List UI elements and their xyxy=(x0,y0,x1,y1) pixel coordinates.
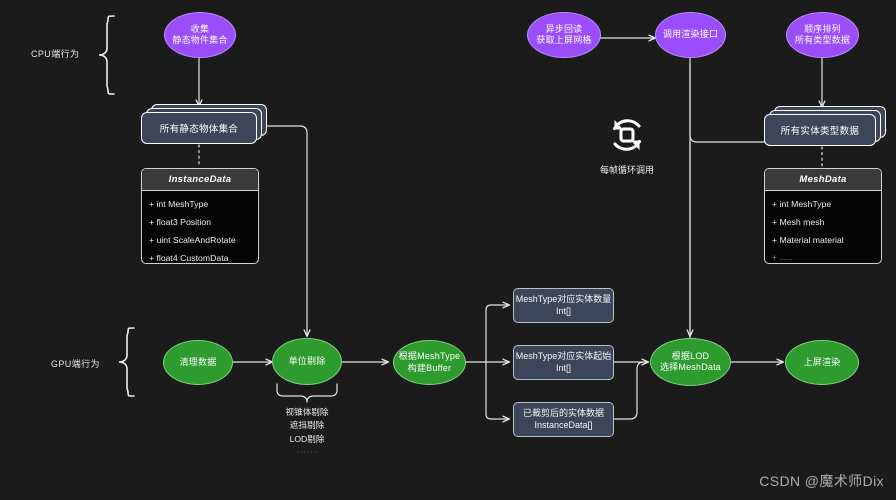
uml-row: + float3 Position xyxy=(149,217,212,227)
node-async-readback[interactable]: 异步回读 获取上屏网格 xyxy=(527,12,601,58)
buffer-box-culled-instances[interactable]: 已裁剪后的实体数据 InstanceData[] xyxy=(513,402,614,437)
uml-row: + uint ScaleAndRotate xyxy=(149,235,236,245)
uml-class-meshdata[interactable]: MeshData + int MeshType + Mesh mesh + Ma… xyxy=(764,168,882,264)
node-build-buffer-line2: 构建Buffer xyxy=(407,362,452,373)
uml-row: + int MeshType xyxy=(772,199,832,209)
buffer-box-line2: Int[] xyxy=(555,305,571,316)
cull-method-line: 遮挡剔除 xyxy=(289,420,325,431)
buffer-box-line1: MeshType对应实体数量 xyxy=(515,294,612,305)
uml-row: + int MeshType xyxy=(149,199,209,209)
cull-methods-annotation: 视锥体剔除 遮挡剔除 LOD剔除 ······ xyxy=(257,406,357,458)
node-sort-all-types-line1: 顺序排列 xyxy=(804,23,841,34)
node-call-render-api-label: 调用渲染接口 xyxy=(662,29,719,40)
stack-card-front: 所有静态物体集合 xyxy=(141,112,257,144)
node-sort-all-types[interactable]: 顺序排列 所有类型数据 xyxy=(786,12,859,58)
node-collect-static-objects-line2: 静态物件集合 xyxy=(172,35,228,45)
cull-method-ellipsis: ······ xyxy=(296,446,318,456)
node-build-buffer-line1: 根据MeshType xyxy=(398,351,461,362)
node-pick-meshdata-line2: 选择MeshData xyxy=(659,362,722,372)
buffer-box-line1: 已裁剪后的实体数据 xyxy=(522,408,604,419)
node-collect-static-objects-line1: 收集 xyxy=(190,23,210,34)
node-build-buffer[interactable]: 根据MeshType 构建Buffer xyxy=(393,340,466,385)
loop-caption: 每帧循环调用 xyxy=(599,165,654,175)
node-pick-meshdata-line1: 根据LOD xyxy=(671,350,710,361)
stack-all-entity-types[interactable]: 所有实体类型数据 xyxy=(764,106,896,148)
buffer-box-line1: MeshType对应实体起始 xyxy=(515,351,612,362)
buffer-box-line2: Int[] xyxy=(555,362,571,373)
uml-body-meshdata: + int MeshType + Mesh mesh + Material ma… xyxy=(765,191,881,263)
stack-all-static-objects-label: 所有静态物体集合 xyxy=(159,124,239,135)
node-async-readback-line2: 获取上屏网格 xyxy=(536,35,592,45)
buffer-box-start-per-meshtype[interactable]: MeshType对应实体起始 Int[] xyxy=(513,345,614,380)
node-sort-all-types-line2: 所有类型数据 xyxy=(794,35,851,45)
lane-label-gpu: GPU端行为 xyxy=(51,359,100,369)
watermark: CSDN @魔术师Dix xyxy=(759,473,884,489)
lane-label-cpu: CPU端行为 xyxy=(31,49,80,59)
loop-refresh-icon xyxy=(612,119,642,151)
uml-row: + Mesh mesh xyxy=(772,217,825,227)
stack-all-entity-types-label: 所有实体类型数据 xyxy=(780,126,860,137)
node-present-render[interactable]: 上屏渲染 xyxy=(785,340,859,385)
node-pick-meshdata[interactable]: 根据LOD 选择MeshData xyxy=(650,338,731,386)
stack-card-front: 所有实体类型数据 xyxy=(764,114,876,146)
node-call-render-api[interactable]: 调用渲染接口 xyxy=(655,12,726,58)
uml-title-meshdata: MeshData xyxy=(765,169,881,191)
node-unit-cull-label: 单位剔除 xyxy=(288,355,326,366)
uml-row: + Material material xyxy=(772,235,844,245)
uml-class-instancedata[interactable]: InstanceData + int MeshType + float3 Pos… xyxy=(141,168,259,264)
node-clear-data-label: 清理数据 xyxy=(179,356,217,367)
lane-brace-gpu xyxy=(118,327,135,397)
node-clear-data[interactable]: 清理数据 xyxy=(163,340,233,385)
cull-method-line: LOD剔除 xyxy=(289,433,325,444)
node-present-render-label: 上屏渲染 xyxy=(803,356,841,367)
cull-method-line: 视锥体剔除 xyxy=(285,407,329,417)
node-collect-static-objects[interactable]: 收集 静态物件集合 xyxy=(164,12,236,58)
buffer-box-count-per-meshtype[interactable]: MeshType对应实体数量 Int[] xyxy=(513,288,614,323)
uml-row: + float4 CustomData xyxy=(149,253,229,263)
uml-title-instancedata: InstanceData xyxy=(142,169,258,191)
node-async-readback-line1: 异步回读 xyxy=(545,23,583,34)
buffer-box-line2: InstanceData[] xyxy=(534,419,593,430)
lane-brace-cpu xyxy=(98,15,115,95)
node-unit-cull[interactable]: 单位剔除 xyxy=(272,338,342,385)
uml-body-instancedata: + int MeshType + float3 Position + uint … xyxy=(142,191,258,263)
uml-row-ellipsis: + ...... xyxy=(772,253,793,262)
stack-all-static-objects[interactable]: 所有静态物体集合 xyxy=(141,104,269,146)
